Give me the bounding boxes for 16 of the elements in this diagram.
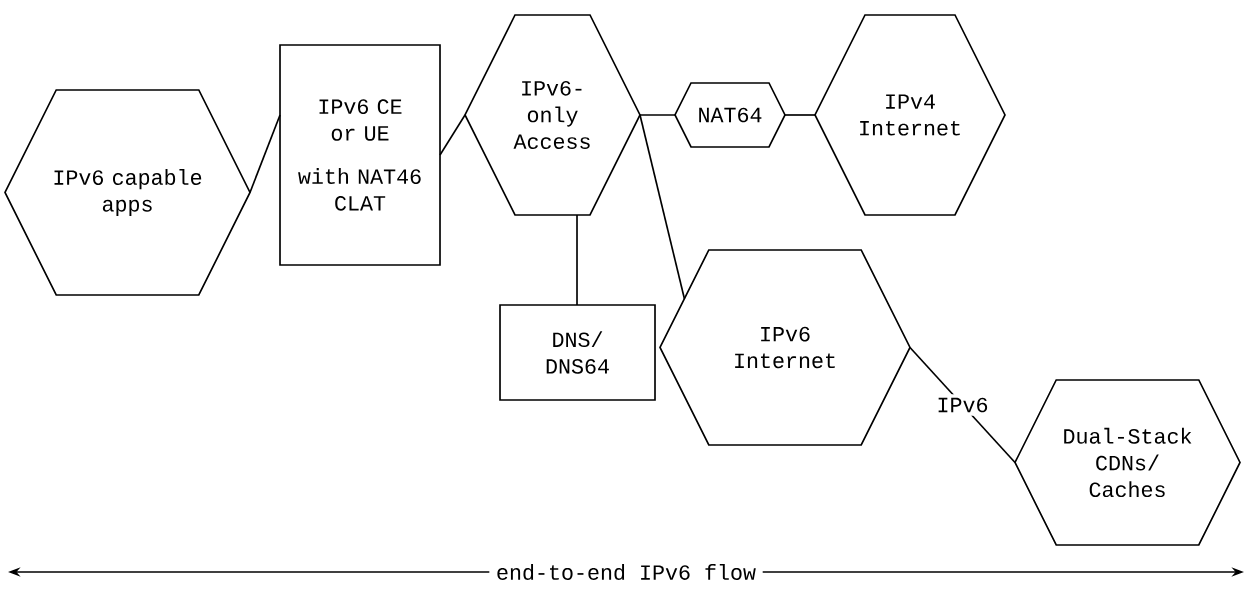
connector-line [639,114,686,300]
connector-line [576,214,578,306]
device-box: IPv6 CE or UE with NAT46 CLAT [279,44,441,266]
network-hexagon: Dual-Stack CDNs/ Caches [1014,379,1241,546]
flow-label: end-to-end IPv6 flow [489,557,763,587]
network-hexagon: NAT64 [674,82,786,148]
connector-line [439,114,466,156]
connector-line [784,114,816,116]
edge-label: IPv6 [933,394,992,416]
connector-line [249,114,281,194]
device-box: DNS/ DNS64 [499,304,656,401]
network-hexagon: IPv6 capable apps [4,89,251,296]
network-hexagon: IPv6-only Access [464,14,641,216]
network-hexagon: IPv6 Internet [659,249,911,446]
network-hexagon: IPv4 Internet [814,14,1006,216]
connector-line [639,114,676,116]
